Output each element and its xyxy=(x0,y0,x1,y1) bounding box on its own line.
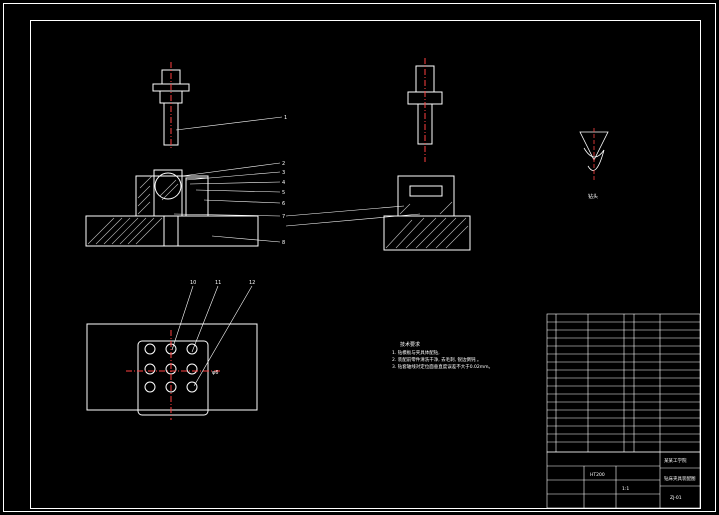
balloon-2: 2 xyxy=(282,161,285,167)
balloon-6: 6 xyxy=(282,201,285,207)
side-view-hatching xyxy=(385,201,469,249)
detail-label: 钻头 xyxy=(588,193,598,200)
drill-flute xyxy=(583,147,605,171)
inner-border xyxy=(30,20,701,509)
balloon-11: 11 xyxy=(215,280,221,286)
balloon-5: 5 xyxy=(282,190,285,196)
plan-view-leaders xyxy=(171,285,253,387)
balloon-8: 8 xyxy=(282,240,285,246)
tech-line-3: 3. 钻套轴线对定位面垂直度误差不大于0.02mm。 xyxy=(392,363,493,370)
plan-view-balloons: 10 11 12 φ6 xyxy=(190,280,255,376)
material-value: HT200 xyxy=(590,472,605,478)
bushing-circle xyxy=(154,172,182,200)
hole-1 xyxy=(144,343,156,355)
balloon-1: 1 xyxy=(284,115,287,121)
parts-list-frame xyxy=(546,313,701,453)
plan-view xyxy=(86,323,258,420)
parts-list-rows xyxy=(547,321,700,443)
front-view-leaders xyxy=(173,116,283,243)
hole-4 xyxy=(144,363,156,375)
drill-detail xyxy=(579,128,609,182)
title-block-text: 某某工学院 钻床夹具装配图 ZJ-01 1:1 HT200 xyxy=(590,457,696,501)
balloon-12: 12 xyxy=(249,280,255,286)
plan-jig-plate xyxy=(137,340,209,416)
tech-title: 技术要求 xyxy=(400,341,420,348)
scale-value: 1:1 xyxy=(622,486,629,492)
drawing-number: ZJ-01 xyxy=(670,495,682,501)
hole-6 xyxy=(186,363,198,375)
side-base xyxy=(383,215,471,251)
hole-9 xyxy=(186,381,198,393)
base-bore xyxy=(163,215,179,247)
outer-border xyxy=(3,3,716,512)
balloon-3: 3 xyxy=(282,170,285,176)
side-bushing xyxy=(409,185,443,197)
balloon-4: 4 xyxy=(282,180,285,186)
side-view xyxy=(383,58,471,251)
drawing-frame xyxy=(3,3,716,512)
plan-dimension-tag: φ6 xyxy=(212,370,218,376)
tech-line-1: 1. 钻模板与夹具体配钻, xyxy=(392,349,440,356)
hole-7 xyxy=(144,381,156,393)
parts-list xyxy=(546,313,701,509)
drawing-name: 钻床夹具装配图 xyxy=(664,475,696,482)
drill-jig-plate xyxy=(135,175,209,217)
side-view-leaders xyxy=(285,205,421,227)
hole-3 xyxy=(186,343,198,355)
parts-list-columns xyxy=(555,314,661,452)
front-view-hatching xyxy=(87,175,179,245)
tech-requirements: 技术要求 1. 钻模板与夹具体配钻, 2. 装配前零件清洗干净, 去毛刺, 锐边… xyxy=(392,341,493,370)
school-name: 某某工学院 xyxy=(664,457,687,464)
plan-base-outline xyxy=(86,323,258,411)
balloon-7: 7 xyxy=(282,214,285,220)
balloon-10: 10 xyxy=(190,280,196,286)
front-view-balloons: 1 2 3 4 5 6 7 8 xyxy=(282,115,287,246)
front-view xyxy=(85,62,259,247)
tech-line-2: 2. 装配前零件清洗干净, 去毛刺, 锐边倒钝 。 xyxy=(392,356,481,363)
